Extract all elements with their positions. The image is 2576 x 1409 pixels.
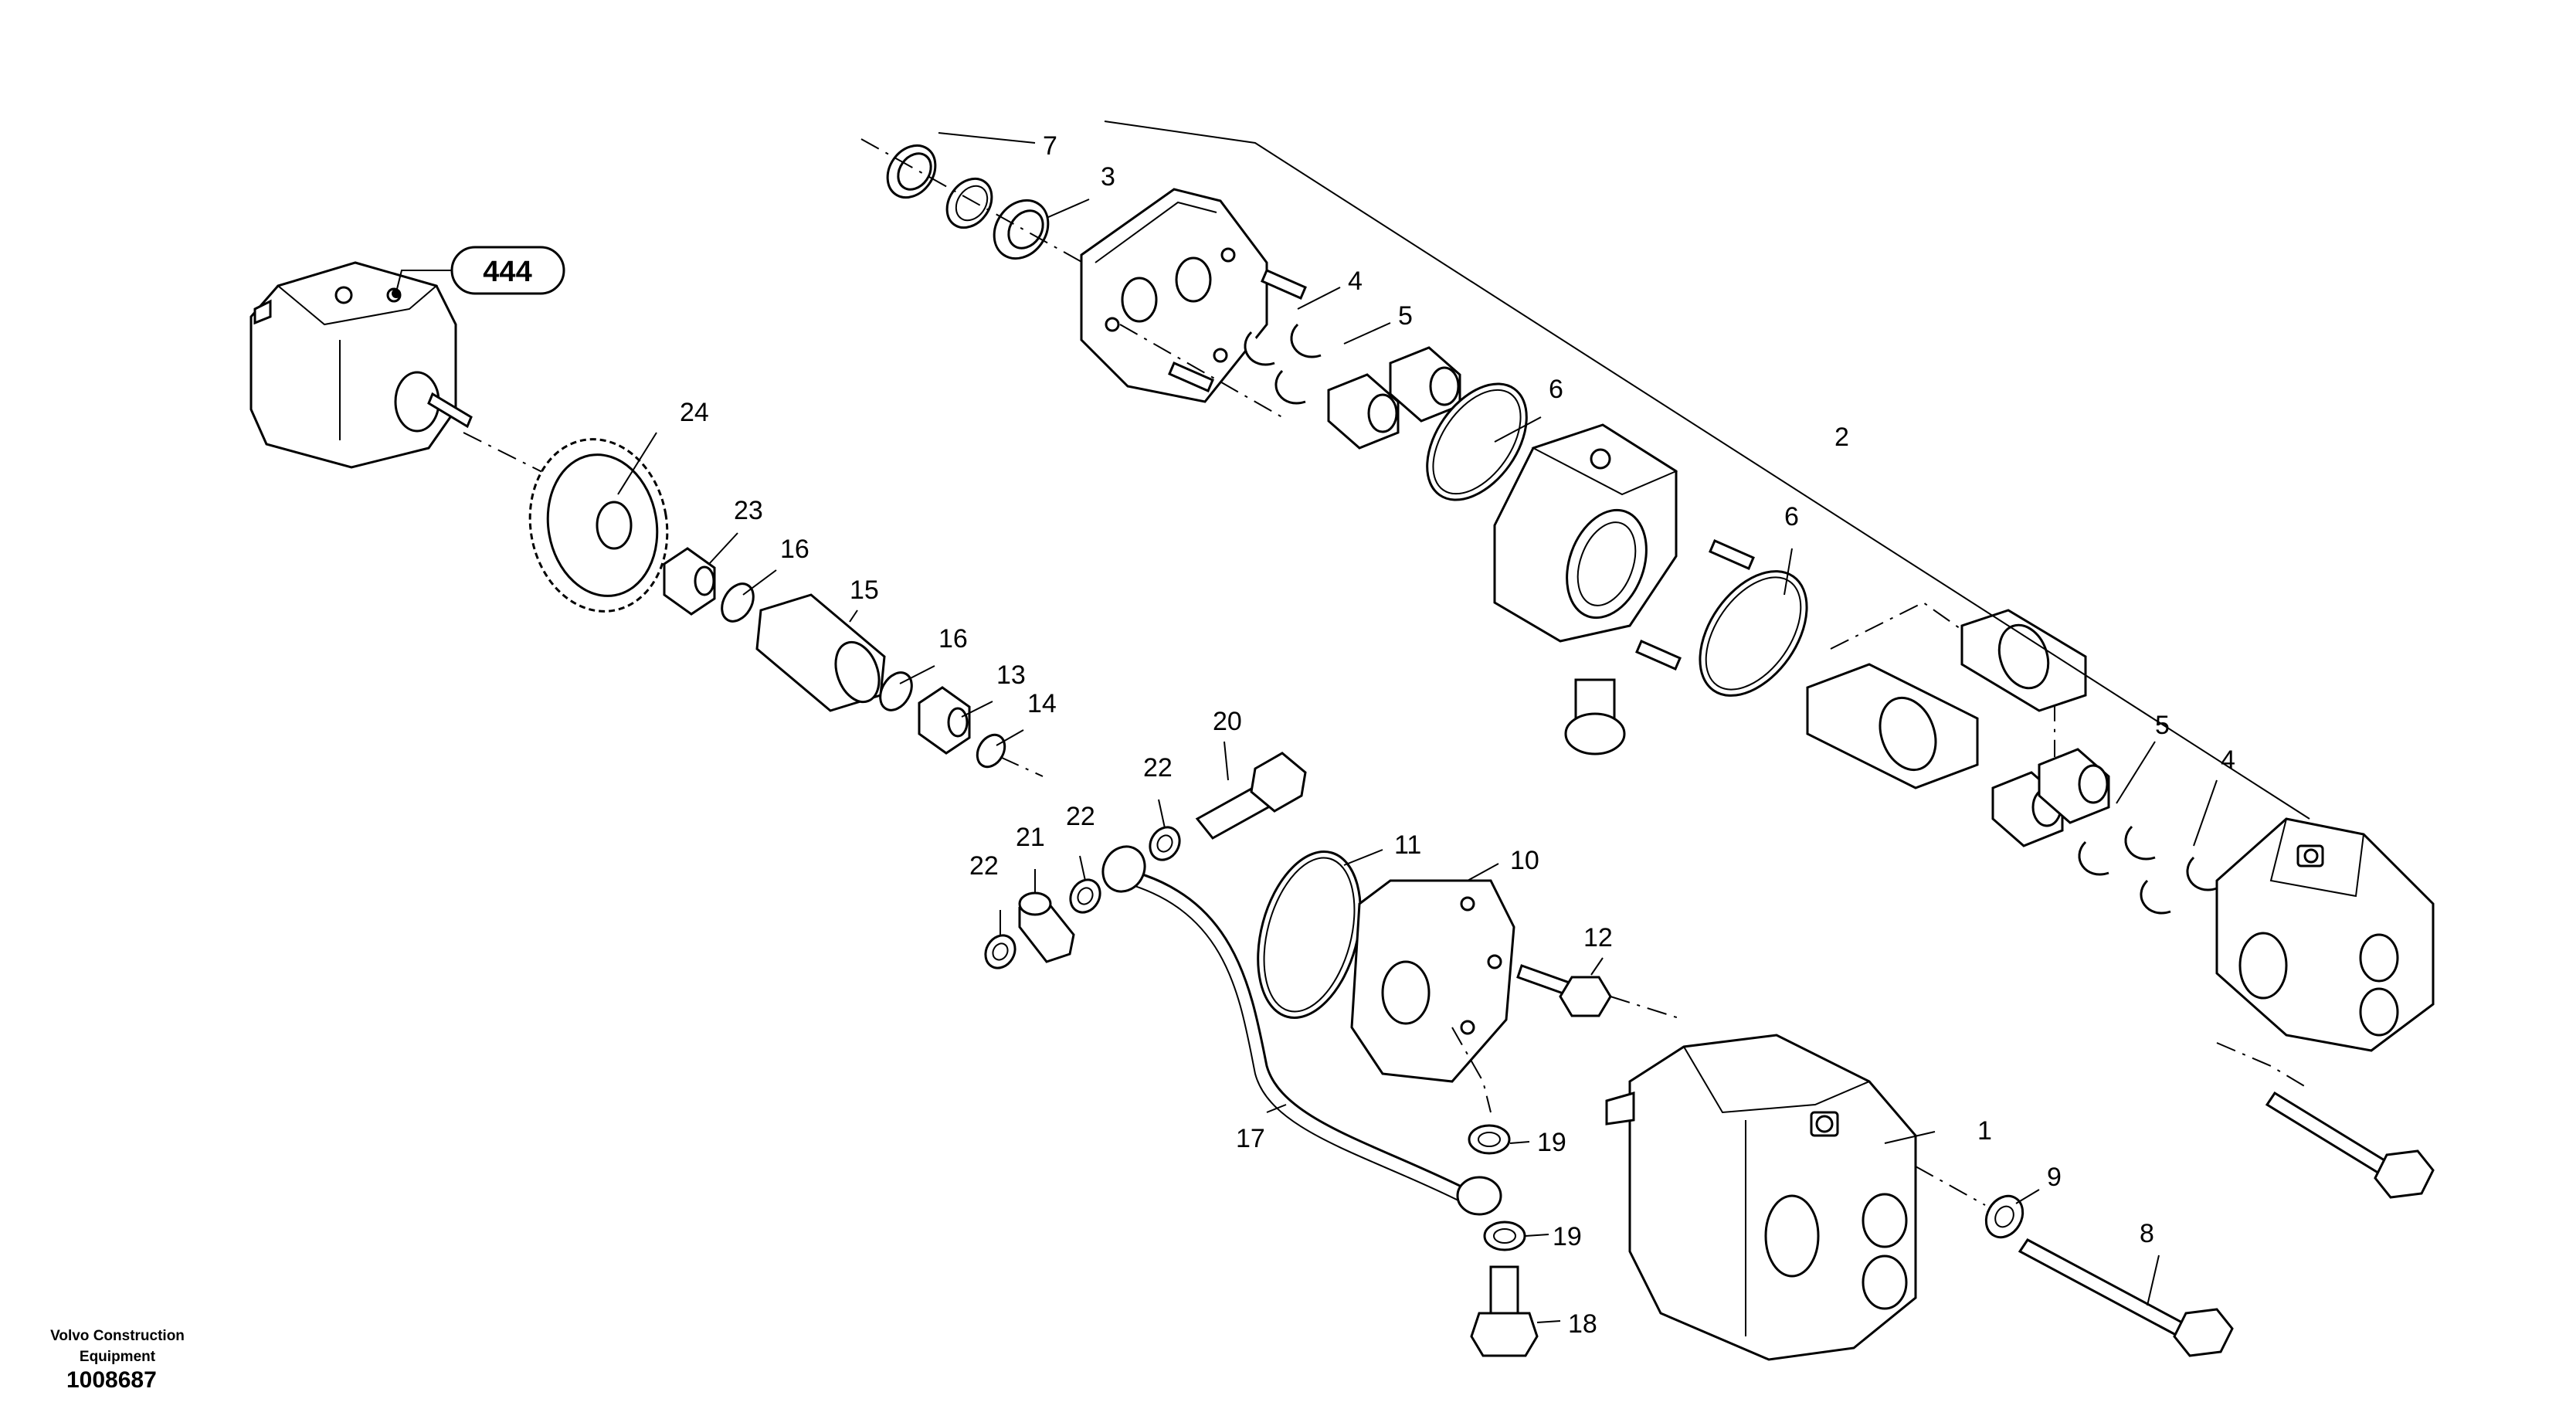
plug-screw — [1564, 678, 1626, 755]
callout-16-b: 16 — [938, 624, 968, 654]
callout-10: 10 — [1510, 846, 1539, 875]
banjo-bolt-18 — [1470, 1265, 1539, 1357]
badge-label: 444 — [483, 256, 531, 288]
dowel-pins-mid — [1635, 539, 1755, 671]
callout-6-top: 6 — [1549, 375, 1563, 404]
callout-13: 13 — [996, 660, 1026, 690]
company-name-line2: Equipment — [79, 1349, 156, 1365]
callout-4-top: 4 — [1348, 267, 1363, 296]
flange-plate-10 — [1350, 879, 1515, 1083]
callout-23: 23 — [734, 496, 763, 525]
gear-24 — [528, 438, 669, 613]
callout-24: 24 — [680, 398, 709, 427]
o-ring-11 — [1257, 850, 1362, 1019]
callout-22-b: 22 — [1066, 802, 1095, 831]
gasket-19-b — [1483, 1221, 1526, 1251]
callout-17: 17 — [1236, 1124, 1265, 1153]
callout-4-bottom: 4 — [2221, 745, 2235, 775]
gasket-19-a — [1468, 1124, 1511, 1155]
company-name: Volvo Construction Equipment — [40, 1326, 195, 1367]
pump-body-middle — [1493, 423, 1678, 643]
hose-17 — [1101, 845, 1502, 1216]
snap-ring-7 — [945, 177, 993, 229]
snap-ring-14 — [976, 733, 1006, 769]
assembly-reference-badge[interactable]: 444 — [392, 246, 565, 298]
drawing-id: 1008687 — [66, 1367, 157, 1393]
washer-22-a — [1149, 826, 1181, 861]
callout-labels: 7 3 4 5 6 2 6 24 23 16 15 16 13 14 20 22… — [680, 131, 2235, 1339]
callout-8: 8 — [2140, 1219, 2154, 1248]
callout-9: 9 — [2047, 1163, 2062, 1192]
banjo-bolt-20 — [1195, 752, 1307, 840]
callout-14: 14 — [1027, 689, 1057, 718]
washer-22-c — [984, 934, 1016, 969]
callout-20: 20 — [1213, 707, 1242, 736]
callout-3: 3 — [1101, 162, 1115, 192]
o-ring-6-mid — [1699, 570, 1808, 697]
drive-gear-shaft — [1806, 663, 1979, 789]
callout-1: 1 — [1977, 1116, 1992, 1146]
main-pump-1 — [1605, 1034, 1917, 1361]
callout-18: 18 — [1568, 1309, 1597, 1339]
hydraulic-pump-444 — [249, 261, 473, 469]
snap-ring-16-a — [721, 582, 755, 623]
callout-7: 7 — [1043, 131, 1057, 161]
callout-6-mid: 6 — [1784, 502, 1799, 531]
leader-lines — [617, 121, 2310, 1323]
washer-9 — [1984, 1194, 2024, 1239]
driven-gear-shaft — [1960, 609, 2087, 712]
front-cover-plate — [1080, 188, 1268, 403]
callout-19-a: 19 — [1537, 1128, 1566, 1157]
o-ring-6-top — [1426, 382, 1528, 501]
sleeve-15 — [755, 593, 886, 712]
long-bolt-top — [2265, 1091, 2435, 1199]
sleeve-21 — [1018, 891, 1075, 963]
callout-12: 12 — [1583, 923, 1613, 952]
callout-15: 15 — [850, 575, 879, 605]
callout-19-b: 19 — [1553, 1222, 1582, 1251]
callout-5-top: 5 — [1398, 301, 1413, 331]
company-name-line1: Volvo Construction — [50, 1328, 185, 1344]
bearing-bushings-top — [1327, 346, 1461, 450]
callout-21: 21 — [1016, 823, 1045, 852]
bearing-bushings-bottom — [1991, 748, 2110, 847]
callout-5-bottom: 5 — [2155, 711, 2170, 740]
callout-11: 11 — [1394, 830, 1421, 860]
long-bolt-8 — [2018, 1238, 2234, 1357]
gear-13 — [918, 686, 971, 755]
callout-22-c: 22 — [969, 851, 999, 881]
callout-16-a: 16 — [780, 535, 809, 564]
dowel-pins-4 — [1168, 269, 1307, 392]
retaining-rings-5-top — [1244, 323, 1322, 405]
retaining-rings-5-bottom — [2078, 825, 2218, 915]
rear-cover-housing — [2215, 817, 2435, 1052]
washer-22-b — [1069, 878, 1101, 914]
seal-ring-7 — [886, 144, 937, 199]
shaft-seal-3 — [993, 199, 1050, 260]
gear-23 — [663, 547, 716, 616]
callout-22-a: 22 — [1143, 753, 1173, 783]
callout-2: 2 — [1834, 423, 1849, 452]
bolt-12 — [1516, 964, 1612, 1017]
